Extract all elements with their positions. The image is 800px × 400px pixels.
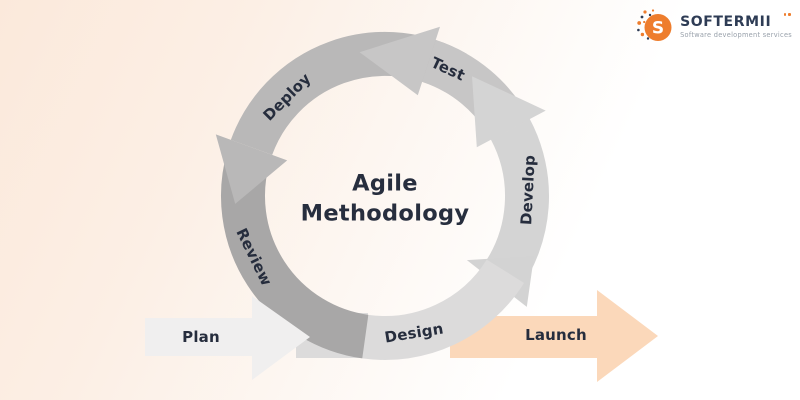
diagram-title-line1: Agile (352, 170, 418, 197)
logo-i-dot-icon (788, 13, 791, 16)
diagram-title: Agile Methodology (301, 169, 470, 228)
logo-monogram: S (652, 19, 664, 39)
plan-arrow (145, 296, 310, 380)
deploy-arrowhead-icon (215, 134, 288, 204)
stage-label-develop: Develop (517, 154, 539, 226)
stage-label-plan: Plan (182, 328, 220, 346)
design-arc (362, 259, 525, 360)
logo-brand-label: SOFTERMII (680, 13, 772, 30)
test-arrowhead-icon (359, 26, 440, 96)
logo-circle (644, 14, 672, 41)
softermii-logo-icon: S (637, 9, 672, 41)
logo-brand-text: SOFTERMII (680, 13, 792, 30)
develop-arrowhead-icon (472, 76, 546, 148)
softermii-logo: S SOFTERMII Software development service… (636, 7, 792, 47)
diagram-title-line2: Methodology (300, 200, 470, 226)
launch-arrow (450, 290, 658, 382)
stage-label-launch: Launch (525, 326, 587, 344)
logo-tagline: Software development services (680, 31, 792, 40)
logo-textblock: SOFTERMII Software development services (680, 13, 792, 40)
logo-i-dot-icon (783, 13, 787, 16)
